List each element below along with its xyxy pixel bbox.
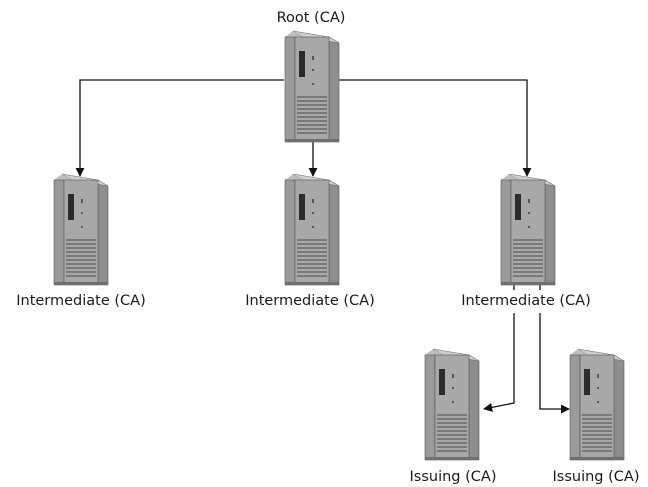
issuing-1-label: Issuing (CA) [410,469,497,485]
edge-intermediate-3-issuing-2 [539,313,570,414]
server-intermediate-3 [500,173,556,286]
server-icon [284,30,340,143]
edge-root-intermediate-1 [75,79,284,177]
server-issuing-2 [569,348,625,461]
server-intermediate-2 [284,173,340,286]
server-intermediate-1 [53,173,109,286]
intermediate-2-label: Intermediate (CA) [245,293,375,309]
server-issuing-1 [424,348,480,461]
intermediate-3-label: Intermediate (CA) [461,293,591,309]
server-icon [424,348,480,461]
edge-intermediate-3-issuing-1 [483,313,515,412]
server-icon [569,348,625,461]
root-label: Root (CA) [277,10,346,26]
server-icon [53,173,109,286]
edge-root-intermediate-3 [339,79,532,177]
server-icon [500,173,556,286]
server-icon [284,173,340,286]
server-root [284,30,340,143]
issuing-2-label: Issuing (CA) [553,469,640,485]
intermediate-1-label: Intermediate (CA) [16,293,146,309]
